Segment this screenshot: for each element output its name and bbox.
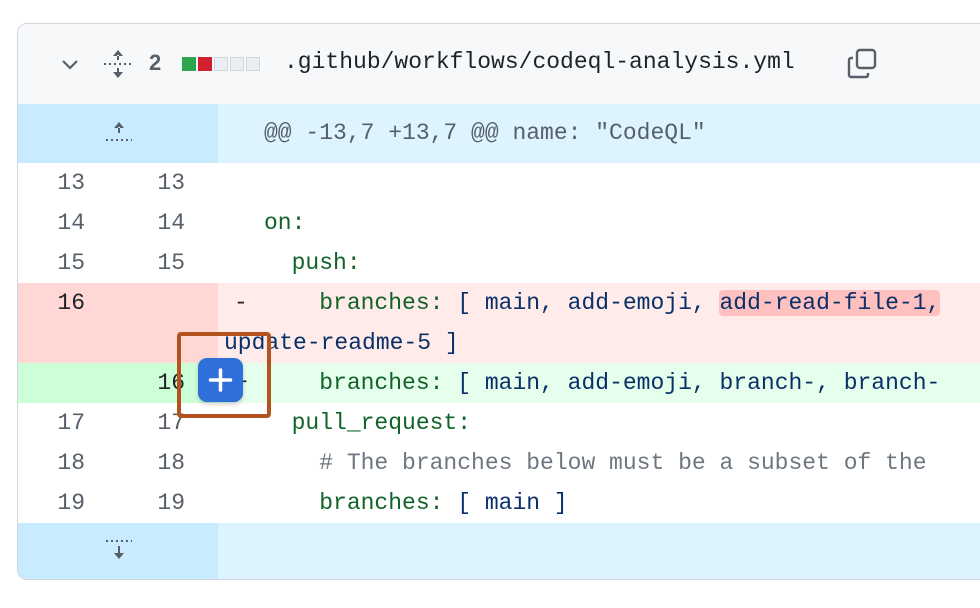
new-line-number[interactable]: 13 <box>157 170 185 196</box>
added-line: 16 + branches: [ main, add-emoji, branch… <box>18 363 980 403</box>
code-text: push: <box>264 250 361 276</box>
diffstat-blocks <box>182 57 260 71</box>
old-line-number[interactable]: 16 <box>18 283 218 363</box>
code-comment: # The branches below must be a subset of… <box>264 450 927 476</box>
old-line-number[interactable]: 18 <box>57 450 85 476</box>
file-path[interactable]: .github/workflows/codeql-analysis.yml <box>284 49 795 75</box>
diff-line: 13 13 <box>18 163 980 203</box>
code-text: [ main, add-emoji, <box>443 290 720 316</box>
code-text: pull_request: <box>264 410 472 436</box>
new-line-number[interactable]: 15 <box>157 250 185 276</box>
code-text: [ main ] <box>443 490 568 516</box>
old-line-number[interactable]: 14 <box>57 210 85 236</box>
new-line-number[interactable]: 14 <box>157 210 185 236</box>
expand-up-button[interactable] <box>18 104 218 163</box>
diff-line: 18 18 # The branches below must be a subs… <box>18 443 980 483</box>
expand-all-icon[interactable] <box>102 48 134 80</box>
copy-icon[interactable] <box>846 48 878 80</box>
diff-marker: - <box>234 290 248 316</box>
old-line-number[interactable]: 17 <box>57 410 85 436</box>
file-header: 2 .github/workflows/codeql-analysis.yml <box>18 24 980 105</box>
deleted-line: 16 - branches: [ main, add-emoji, add-re… <box>18 283 980 363</box>
new-line-number[interactable]: 19 <box>157 490 185 516</box>
highlight-annotation-box <box>177 332 271 418</box>
expand-up-icon <box>106 122 132 141</box>
diff-line: 14 14 on: <box>18 203 980 243</box>
plus-icon <box>208 368 233 392</box>
code-key: branches: <box>264 290 444 316</box>
change-count: 2 <box>149 50 162 75</box>
diffstat-block <box>214 57 228 71</box>
code-key: branches: <box>264 490 444 516</box>
new-line-number[interactable]: 18 <box>157 450 185 476</box>
expand-down-button[interactable] <box>18 523 218 579</box>
hunk-header-row: @@ -13,7 +13,7 @@ name: "CodeQL" <box>18 104 980 163</box>
diffstat-block <box>182 57 196 71</box>
diff-line: 15 15 push: <box>18 243 980 283</box>
diffstat-block <box>198 57 212 71</box>
chevron-down-icon[interactable] <box>58 52 82 76</box>
diffstat-block <box>246 57 260 71</box>
old-line-number[interactable]: 13 <box>57 170 85 196</box>
hunk-header-text: @@ -13,7 +13,7 @@ name: "CodeQL" <box>264 120 706 146</box>
highlighted-change: add-read-file-1, <box>719 290 941 316</box>
new-line-number[interactable]: 16 <box>18 363 218 403</box>
diffstat-block <box>230 57 244 71</box>
diff-line: 19 19 branches: [ main ] <box>18 483 980 523</box>
old-line-number[interactable]: 19 <box>57 490 85 516</box>
expand-down-icon <box>106 540 132 559</box>
diff-file-card: 2 .github/workflows/codeql-analysis.yml … <box>17 23 980 580</box>
code-key: branches: <box>264 370 444 396</box>
expander-row <box>18 523 980 579</box>
code-text: [ main, add-emoji, branch-, branch- <box>443 370 941 396</box>
code-text: on: <box>264 210 306 236</box>
old-line-number[interactable]: 15 <box>57 250 85 276</box>
add-comment-button[interactable] <box>198 358 243 402</box>
